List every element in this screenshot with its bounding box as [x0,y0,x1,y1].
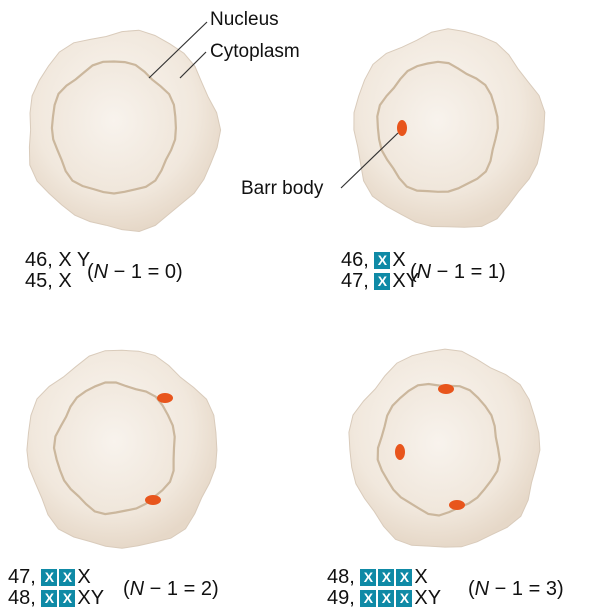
active-sex-chromosomes: X [392,249,405,271]
active-sex-chromosomes: X [58,270,71,292]
barr-body-formula-3: (N − 1 = 2) [123,578,219,601]
chromosome-count: 47, [8,566,36,588]
formula-variable: N [417,261,431,283]
chromosome-count: 45, [25,270,53,292]
barr-body-formula-2: (N − 1 = 1) [410,261,506,284]
chromosome-count: 48, [8,587,36,609]
barr-body [397,120,407,136]
cell-4 [349,349,540,547]
inactive-x-chromosome: X [41,590,57,607]
inactive-x-chromosome: X [378,569,394,586]
active-sex-chromosomes: XY [77,587,104,609]
inactive-x-chromosome: X [59,569,75,586]
formula-open-paren: ( [410,261,417,283]
cell-3 [27,350,217,548]
formula-variable: N [130,578,144,600]
nucleus-label: Nucleus [210,9,279,31]
barr-body-label: Barr body [241,178,323,200]
chromosome-count: 46, [25,249,53,271]
active-sex-chromosomes: X Y [58,249,90,271]
formula-result: − 1 = 3) [489,578,564,600]
barr-body-formula-1: (N − 1 = 0) [87,261,183,284]
inactive-x-chromosome: X [396,569,412,586]
active-sex-chromosomes: XY [414,587,441,609]
inactive-x-chromosome: X [360,569,376,586]
inactive-x-chromosome: X [360,590,376,607]
formula-result: − 1 = 0) [108,261,183,283]
inactive-x-chromosome: X [374,273,390,290]
formula-variable: N [94,261,108,283]
barr-body [145,495,161,505]
chromosome-count: 49, [327,587,355,609]
barr-body [438,384,454,394]
active-sex-chromosomes: X [414,566,427,588]
barr-body [395,444,405,460]
karyotype-line-2: 45, X [25,271,90,292]
active-sex-chromosomes: X [77,566,90,588]
formula-result: − 1 = 1) [431,261,506,283]
inactive-x-chromosome: X [378,590,394,607]
cytoplasm-label: Cytoplasm [210,41,300,63]
inactive-x-chromosome: X [59,590,75,607]
barr-body [449,500,465,510]
inactive-x-chromosome: X [396,590,412,607]
formula-variable: N [475,578,489,600]
barr-body-formula-4: (N − 1 = 3) [468,578,564,601]
formula-open-paren: ( [123,578,130,600]
formula-open-paren: ( [87,261,94,283]
barr-body [157,393,173,403]
inactive-x-chromosome: X [374,252,390,269]
formula-result: − 1 = 2) [144,578,219,600]
chromosome-count: 47, [341,270,369,292]
formula-open-paren: ( [468,578,475,600]
chromosome-count: 46, [341,249,369,271]
inactive-x-chromosome: X [41,569,57,586]
cell-2 [354,29,545,227]
karyotype-line-1: 46, X Y [25,250,90,271]
cell-1 [29,30,220,231]
chromosome-count: 48, [327,566,355,588]
